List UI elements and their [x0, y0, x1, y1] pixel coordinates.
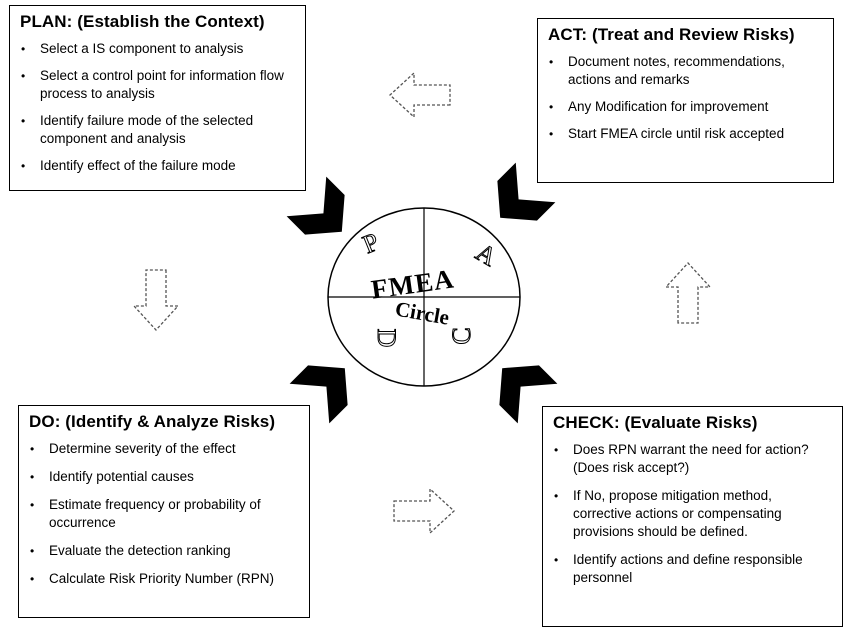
quadrant-c-label: C	[447, 327, 476, 344]
do-box: DO: (Identify & Analyze Risks) Determine…	[18, 405, 310, 618]
check-box: CHECK: (Evaluate Risks) Does RPN warrant…	[542, 406, 843, 627]
act-list: Document notes, recommendations, actions…	[548, 53, 823, 143]
plan-item: Identify effect of the failure mode	[20, 157, 295, 175]
plan-item: Select a IS component to analysis	[20, 40, 295, 58]
act-title: ACT: (Treat and Review Risks)	[548, 25, 795, 44]
check-item: Identify actions and define responsible …	[553, 551, 832, 587]
act-item: Any Modification for improvement	[548, 98, 823, 116]
check-item: If No, propose mitigation method, correc…	[553, 487, 832, 541]
act-item: Document notes, recommendations, actions…	[548, 53, 823, 89]
plan-back-arrow-icon	[389, 72, 451, 118]
check-list: Does RPN warrant the need for action? (D…	[553, 441, 832, 587]
do-list: Determine severity of the effect Identif…	[29, 440, 299, 588]
do-item: Evaluate the detection ranking	[29, 542, 299, 560]
do-item: Identify potential causes	[29, 468, 299, 486]
plan-item: Identify failure mode of the selected co…	[20, 112, 295, 148]
do-item: Determine severity of the effect	[29, 440, 299, 458]
do-item: Calculate Risk Priority Number (RPN)	[29, 570, 299, 588]
act-item: Start FMEA circle until risk accepted	[548, 125, 823, 143]
do-item: Estimate frequency or probability of occ…	[29, 496, 299, 532]
plan-title: PLAN: (Establish the Context)	[20, 12, 265, 31]
fmea-circle: P A C D FMEA Circle	[327, 207, 521, 387]
plan-box: PLAN: (Establish the Context) Select a I…	[9, 5, 306, 191]
plan-item: Select a control point for information f…	[20, 67, 295, 103]
act-box: ACT: (Treat and Review Risks) Document n…	[537, 18, 834, 183]
check-title: CHECK: (Evaluate Risks)	[553, 413, 758, 432]
do-to-check-arrow-icon	[393, 488, 455, 534]
plan-to-do-arrow-icon	[133, 269, 179, 331]
check-item: Does RPN warrant the need for action? (D…	[553, 441, 832, 477]
do-title: DO: (Identify & Analyze Risks)	[29, 412, 276, 431]
quadrant-d-label: D	[372, 329, 401, 348]
plan-list: Select a IS component to analysis Select…	[20, 40, 295, 175]
check-to-act-arrow-icon	[665, 262, 711, 324]
